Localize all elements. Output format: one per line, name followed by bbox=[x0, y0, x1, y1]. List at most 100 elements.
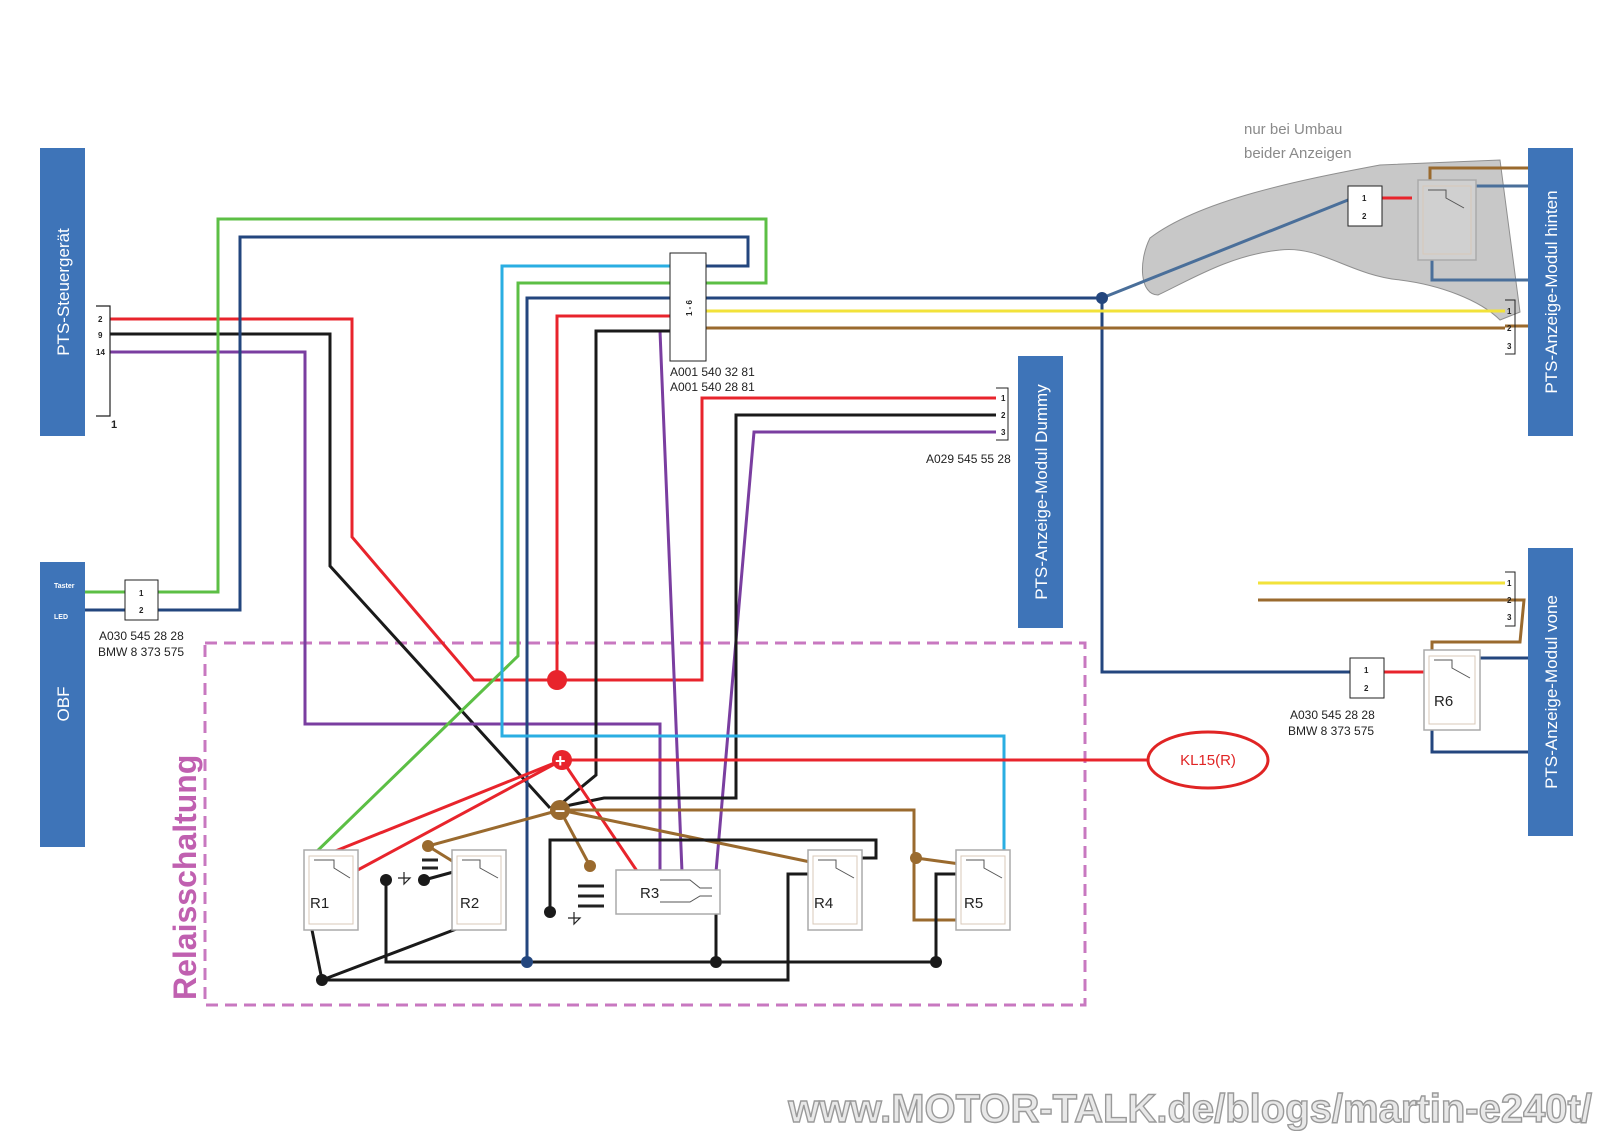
wire-navy-to-r6 bbox=[1100, 298, 1352, 674]
obf-conn-pin-1: 1 bbox=[139, 589, 144, 598]
junction-black-6 bbox=[544, 906, 556, 918]
junction-navy-hinten bbox=[1096, 292, 1108, 304]
relay-r3-label: R3 bbox=[640, 885, 659, 902]
relay-r5: R5 bbox=[955, 849, 1011, 931]
center-conn-pins: 1 - 6 bbox=[685, 299, 694, 316]
junction-black-5 bbox=[418, 874, 430, 886]
wire-navy-umbau bbox=[1101, 198, 1349, 300]
dummy-pin-3: 3 bbox=[1001, 428, 1006, 437]
hinten-pin-2: 2 bbox=[1507, 324, 1512, 333]
steuer-pin-14: 14 bbox=[96, 348, 105, 357]
obf-taster-label: Taster bbox=[54, 583, 75, 590]
relay-r6: R6 bbox=[1423, 649, 1481, 731]
relay-r4: R4 bbox=[807, 849, 863, 931]
umbau-note-line2: beider Anzeigen bbox=[1244, 145, 1352, 162]
dummy-connector: 1 2 3 A029 545 55 28 bbox=[926, 387, 1011, 466]
obf-conn-part-2: BMW 8 373 575 bbox=[98, 645, 184, 659]
dummy-pin-1: 1 bbox=[1001, 394, 1006, 403]
relay-r1: R1 bbox=[303, 849, 359, 931]
obf-conn-part-1: A030 545 28 28 bbox=[99, 629, 184, 643]
r6-conn-part-2: BMW 8 373 575 bbox=[1288, 724, 1374, 738]
obf-connector: 1 2 Taster LED A030 545 28 28 BMW 8 373 … bbox=[54, 579, 184, 659]
wire-navy-to-bottom bbox=[525, 296, 672, 962]
obf-conn-pin-2: 2 bbox=[139, 606, 144, 615]
module-hinten: PTS-Anzeige-Modul hinten bbox=[1528, 148, 1573, 436]
relay-r4-label: R4 bbox=[814, 895, 833, 912]
junction-black-2 bbox=[710, 956, 722, 968]
wire-red-steuer-pin2 bbox=[110, 317, 996, 682]
vorne-connector: 1 2 3 bbox=[1505, 571, 1516, 627]
umbau-note-line1: nur bei Umbau bbox=[1244, 121, 1342, 138]
kl15-terminal: KL15(R) bbox=[1146, 730, 1270, 790]
dummy-pin-2: 2 bbox=[1001, 411, 1006, 420]
umbau-conn-pin-2: 2 bbox=[1362, 212, 1367, 221]
relay-r2-label: R2 bbox=[460, 895, 479, 912]
module-vorne-label: PTS-Anzeige-Modul vone bbox=[1542, 595, 1561, 789]
steuer-connector: 2 9 14 1 bbox=[96, 305, 117, 431]
junction-brown-1 bbox=[422, 840, 434, 852]
wire-red-center bbox=[555, 314, 672, 680]
module-dummy: PTS-Anzeige-Modul Dummy bbox=[1018, 356, 1063, 628]
relay-r1-label: R1 bbox=[310, 895, 329, 912]
wire-purple-dummy bbox=[714, 430, 996, 873]
module-obf: OBF bbox=[40, 562, 85, 847]
relay-r5-label: R5 bbox=[964, 895, 983, 912]
dummy-conn-part: A029 545 55 28 bbox=[926, 452, 1011, 466]
wire-red-plus-r1b bbox=[353, 758, 563, 874]
wire-black-bus bbox=[322, 872, 820, 982]
junction-black-1 bbox=[316, 974, 328, 986]
relay-section-frame bbox=[203, 641, 1087, 1007]
relay-r2: R2 bbox=[451, 849, 507, 931]
junction-navy-bottom bbox=[521, 956, 533, 968]
junction-brown-2 bbox=[584, 860, 596, 872]
center-conn-part-2: A001 540 28 81 bbox=[670, 380, 755, 394]
umbau-connector: 1 2 bbox=[1347, 185, 1383, 227]
r6-conn-part-1: A030 545 28 28 bbox=[1290, 708, 1375, 722]
capacitor-r3 bbox=[568, 884, 604, 926]
r6-conn-pin-2: 2 bbox=[1364, 684, 1369, 693]
wire-red-plus-r1a bbox=[317, 758, 563, 860]
center-connector: 1 - 6 A001 540 32 81 A001 540 28 81 bbox=[669, 252, 755, 394]
wire-black-center bbox=[555, 329, 672, 810]
umbau-conn-pin-1: 1 bbox=[1362, 194, 1367, 203]
hinten-connector: 1 2 3 bbox=[1505, 299, 1516, 355]
r6-conn-pin-1: 1 bbox=[1364, 666, 1369, 675]
junction-red bbox=[547, 670, 567, 690]
wire-black-dummy bbox=[555, 413, 996, 810]
wire-black-steuer-pin9 bbox=[110, 332, 552, 810]
wire-navy-main bbox=[158, 235, 750, 612]
steuer-pin-9: 9 bbox=[98, 331, 103, 340]
wire-brown-minus-r3 bbox=[558, 809, 592, 867]
plus-sign: + bbox=[555, 751, 566, 771]
relay-hinten bbox=[1417, 179, 1477, 261]
module-hinten-label: PTS-Anzeige-Modul hinten bbox=[1542, 190, 1561, 393]
relay-section-label: Relaisschaltung bbox=[167, 755, 203, 1000]
junction-black-4 bbox=[380, 874, 392, 886]
module-vorne: PTS-Anzeige-Modul vone bbox=[1528, 548, 1573, 836]
wire-purple-center bbox=[658, 329, 684, 873]
module-steuergeraet: PTS-Steuergerät bbox=[40, 148, 85, 436]
watermark: www.MOTOR-TALK.de/blogs/martin-e240t/ bbox=[787, 1087, 1592, 1131]
wire-green-main bbox=[158, 217, 768, 594]
vorne-pin-2: 2 bbox=[1507, 596, 1512, 605]
wire-navy-r6b bbox=[1430, 724, 1532, 754]
junction-minus bbox=[550, 800, 570, 820]
wire-green-to-r1 bbox=[308, 281, 672, 860]
wire-brown-minus-r4 bbox=[559, 808, 821, 866]
vorne-pin-3: 3 bbox=[1507, 613, 1512, 622]
hinten-pin-1: 1 bbox=[1507, 307, 1512, 316]
r6-connector: 1 2 A030 545 28 28 BMW 8 373 575 bbox=[1288, 657, 1385, 738]
hinten-pin-3: 3 bbox=[1507, 342, 1512, 351]
wire-cyan bbox=[500, 264, 1006, 868]
obf-led-label: LED bbox=[54, 614, 68, 621]
center-conn-part-1: A001 540 32 81 bbox=[670, 365, 755, 379]
steuer-pin-2: 2 bbox=[98, 315, 103, 324]
relay-r3: R3 bbox=[615, 869, 721, 915]
module-obf-label: OBF bbox=[54, 687, 73, 722]
steuer-pin-1: 1 bbox=[111, 419, 117, 431]
module-dummy-label: PTS-Anzeige-Modul Dummy bbox=[1032, 384, 1051, 600]
vorne-pin-1: 1 bbox=[1507, 579, 1512, 588]
relay-r6-label: R6 bbox=[1434, 693, 1453, 710]
wire-brown-r6 bbox=[1430, 598, 1526, 660]
kl15-label: KL15(R) bbox=[1180, 752, 1236, 769]
